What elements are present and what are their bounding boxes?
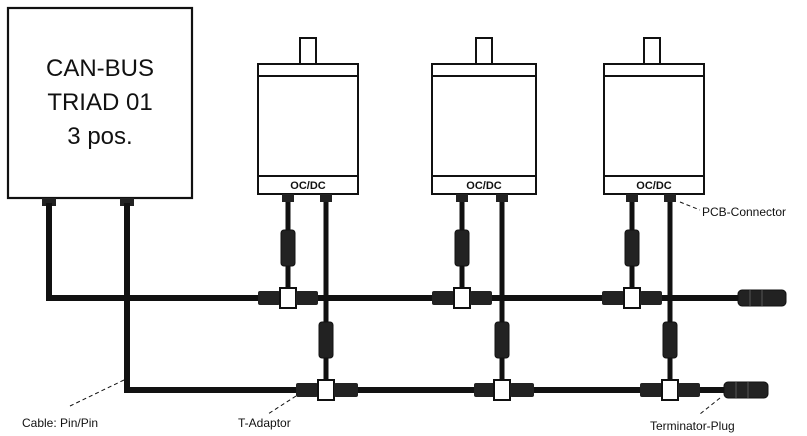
module-shaft (475, 37, 493, 65)
drop-plugs (280, 229, 678, 359)
terminator-plug-lower (723, 381, 769, 399)
t-adaptor-label: T-Adaptor (238, 416, 291, 430)
module-body (257, 75, 359, 177)
module-label-strip (257, 175, 359, 195)
terminator-plug-label: Terminator-Plug (650, 419, 735, 433)
module-body (431, 75, 537, 177)
module-shaft (299, 37, 317, 65)
cable-upper-start (46, 203, 261, 301)
t-adaptors (258, 287, 700, 401)
module-label-strip (431, 175, 537, 195)
module-label-strip (603, 175, 705, 195)
module-3: OC/DC (603, 37, 705, 202)
bus-cables (46, 203, 741, 393)
controller-connector-right (120, 198, 134, 206)
pcb-connector-label: PCB-Connector (702, 205, 786, 219)
module-label: OC/DC (636, 180, 672, 192)
module-body (603, 75, 705, 177)
terminator-plug-upper (737, 289, 787, 307)
controller-positions: 3 pos. (67, 123, 132, 150)
module-label: OC/DC (466, 180, 502, 192)
callout-leaders (69, 201, 721, 415)
t-adaptor-upper-2 (432, 287, 492, 309)
t-adaptor-lower-3 (640, 379, 700, 401)
t-adaptor-upper-1 (258, 287, 318, 309)
controller-model: TRIAD 01 (47, 89, 152, 116)
t-adaptor-upper-3 (602, 287, 662, 309)
module-2: OC/DC (431, 37, 537, 202)
controller-connector-left (42, 198, 56, 206)
t-adaptor-lower-1 (296, 379, 358, 401)
cable-lower-start (124, 203, 299, 393)
cable-label: Cable: Pin/Pin (22, 416, 98, 430)
t-adaptor-lower-2 (474, 379, 534, 401)
module-1: OC/DC (257, 37, 359, 202)
module-label: OC/DC (290, 180, 326, 192)
can-bus-controller: CAN-BUS TRIAD 01 3 pos. (6, 6, 194, 206)
controller-title: CAN-BUS (46, 55, 154, 82)
module-shaft (643, 37, 661, 65)
